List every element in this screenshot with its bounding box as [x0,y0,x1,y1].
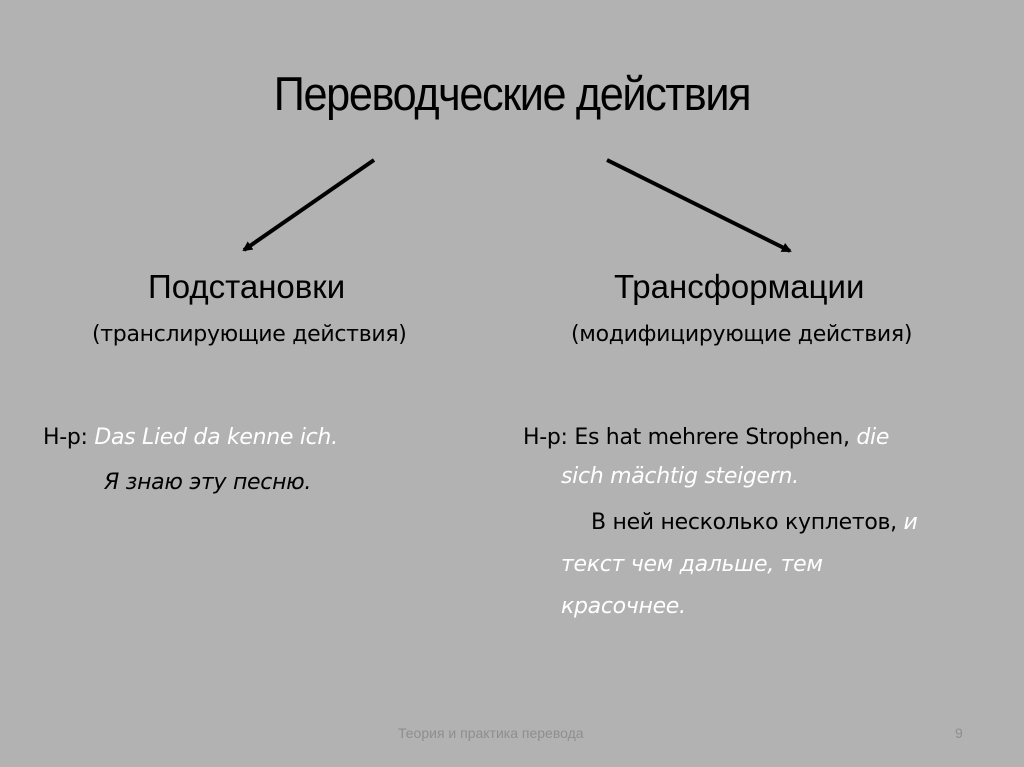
right-translation-line-2: текст чем дальше, тем [561,552,823,577]
footer-text: Теория и практика перевода [398,725,584,741]
arrow-right-icon [606,158,792,253]
slide-title: Переводческие действия [273,67,752,120]
left-example-translation: Я знаю эту песню. [104,470,312,495]
translation-plain: В ней несколько куплетов, [591,510,904,535]
right-translation-line-1: В ней несколько куплетов, и [591,510,918,535]
left-heading: Подстановки [148,268,346,305]
right-example-line-1: Н-р: Es hat mehrere Strophen, die [523,425,889,450]
right-translation-line-3: красочнее. [561,594,686,619]
right-heading: Трансформации [614,268,865,305]
left-subheading: (транслирующие действия) [92,322,407,347]
translation-italic-1: и [903,510,918,535]
left-example-line: Н-р: Das Lied da kenne ich. [43,425,338,450]
page-number: 9 [955,725,963,741]
arrow-left-icon [242,158,376,252]
example-prefix: Н-р: [43,425,95,450]
right-subheading: (модифицирующие действия) [571,322,913,347]
example-prefix: Н-р: Es hat mehrere Strophen, [523,425,857,450]
example-source-part-1: die [856,425,890,450]
right-example-line-2: sich mächtig steigern. [561,464,799,489]
example-source: Das Lied da kenne ich. [94,425,338,450]
